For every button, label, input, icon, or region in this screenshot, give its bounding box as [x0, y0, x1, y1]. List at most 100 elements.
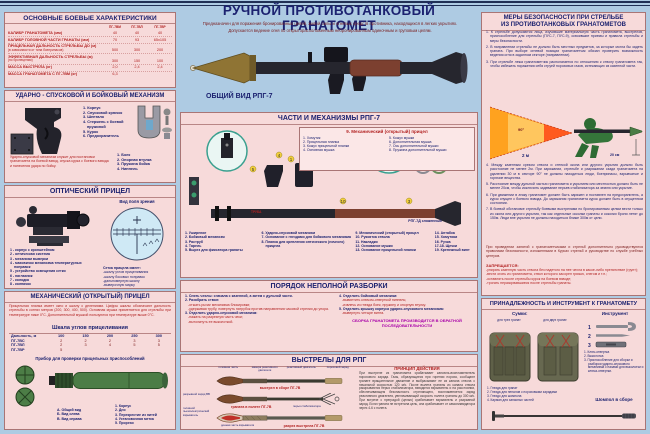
list-item: -дальномерную шкалу — [103, 278, 140, 283]
list-item: 3. Гнездо для шомпола — [487, 393, 522, 398]
list-item: 2. Гнезда для пеналов с пороховыми заряд… — [487, 389, 558, 394]
spec-value: 2,4 — [157, 65, 163, 70]
spec-value: 65х105 — [153, 37, 167, 42]
scale-header-row: Дальность, м 100 150 200 250 300 — [11, 334, 171, 339]
list-item: -шкалу углов прицеливания — [103, 270, 149, 275]
list-item: 4. Карман для запасных частей — [487, 397, 534, 402]
spec-row: ЭФФЕКТИВНАЯ ДАЛЬНОСТЬ СТРЕЛЬБЫ (м) (по б… — [8, 54, 172, 65]
list-item: 4. Ниппель — [117, 167, 138, 172]
reticle-illustration — [110, 207, 164, 261]
specs-header: ОСНОВНЫЕ БОЕВЫЕ ХАРАКТЕРИСТИКИ — [5, 13, 175, 25]
parts-list-col4: 14. Антабка 15. Хомутики 16. Ручка 17-18… — [434, 231, 477, 252]
scale-value: 3 — [84, 343, 87, 348]
mech-sight-header: МЕХАНИЧЕСКИЙ (ОТКРЫТЫЙ) ПРИЦЕЛ — [5, 292, 175, 304]
spec-value: 40 — [112, 30, 118, 35]
safety-item: 4. Между казенным срезом ствола и стенко… — [486, 163, 643, 180]
fuze-bottom-label: донная часть взрывателя — [221, 423, 255, 427]
round-caption: выстрел в сборе ПГ-7В — [259, 386, 301, 390]
list-item: 1. Корпус — [115, 404, 132, 408]
list-item: 6 - наглазник — [10, 273, 33, 278]
scale-row: ПГ-7ВР 5 — [11, 348, 171, 353]
list-item: -выверочную марку — [103, 283, 135, 288]
list-item: 2. Дно — [115, 408, 126, 413]
page-title: РУЧНОЙ ПРОТИВОТАНКОВЫЙ ГРАНАТОМЕТ — [222, 3, 436, 33]
spec-value: 100 — [156, 58, 164, 63]
safety-item: 7. В боевой обстановке стрельбу боевыми … — [486, 207, 643, 220]
scale-value: 4 — [108, 343, 112, 348]
list-item: 1. Хомутик — [303, 135, 321, 140]
scale-row-label: ПГ-7ВР — [11, 348, 25, 353]
rounds-header: ВЫСТРЕЛЫ ДЛЯ РПГ — [181, 355, 477, 368]
safety-header-line2: ИЗ ПРОТИВОТАНКОВЫХ ГРАНАТОМЕТОВ — [501, 22, 626, 29]
list-item: 8 - колпачок — [10, 282, 31, 287]
list-item: 13. Основание прицельной планки — [355, 248, 416, 253]
scale-row-label: ПГ-7ВС — [11, 338, 25, 343]
principle-title: ПРИНЦИП ДЕЙСТВИЯ — [394, 366, 440, 371]
subtitle-line-2: Допускается ведение огня по открытораспо… — [228, 28, 432, 33]
banned-item: -вести огонь из гранатомета, ствол котор… — [486, 272, 608, 277]
part-label: реактивный двигатель — [286, 365, 316, 369]
parts-list-columns: 1. Уширение 2. Бойковый механизм 3. Раст… — [185, 231, 475, 252]
spec-value: 40 — [157, 30, 163, 35]
aiming-scale-table: Дальность, м 100 150 200 250 300 ПГ-7ВС … — [11, 334, 171, 353]
round-assembled-illustration — [216, 376, 343, 386]
parts-list-col3: 9. Механический (открытый) прицел 10. Ру… — [355, 231, 430, 252]
list-item: 10. Рукоятка ствола — [355, 235, 390, 240]
mech-sight-inset-box: 9. Механический (открытый) прицел 1. Хом… — [299, 127, 475, 171]
trigger-header: УДАРНО - СПУСКОВОЙ И БОЙКОВЫЙ МЕХАНИЗМ — [5, 91, 175, 103]
safety-header-line1: МЕРЫ БЕЗОПАСНОСТИ ПРИ СТРЕЛЬБЕ — [503, 15, 624, 21]
distance-2m-label: 2 м — [522, 153, 530, 158]
parts-header: ЧАСТИ И МЕХАНИЗМЫ РПГ-7 — [181, 113, 477, 126]
svg-text:1: 1 — [290, 157, 293, 162]
scale-value: 5 — [133, 343, 136, 348]
step-line: 3. Отделить ударно-спусковой механизм: — [185, 311, 258, 316]
list-item: 17-18. Щечки — [434, 243, 458, 248]
list-item: 2. Опорная втулка — [117, 157, 152, 162]
step-line: 4. Отделить бойковый механизм: — [339, 294, 398, 298]
list-item: 3. Приспособление для сборки и разборки … — [584, 357, 644, 374]
scale-value: 5 — [60, 348, 63, 353]
explosive-charge-label: разрывной заряд ВВ — [183, 392, 210, 396]
step-subline: -вывинтить ключом-отверткой ниппель; — [342, 298, 407, 303]
list-item: -шкалу боковых поправок — [103, 274, 145, 279]
specs-col-header: ПГ-7ВЛ — [131, 24, 143, 29]
list-item: Б. Вид слева — [57, 412, 80, 417]
scale-col-header: 200 — [106, 334, 114, 338]
step-subline: -нажать на разрезную часть чеки; — [188, 315, 243, 320]
list-item: 3 - механизм выверки — [10, 256, 49, 261]
list-item: 2. Спусковой крючок — [83, 110, 123, 115]
safety-extra-note: При проведении занятий с гранатометчикам… — [486, 245, 643, 258]
spec-value: 6,3 — [112, 72, 118, 77]
scale-value: 2 — [60, 338, 63, 343]
device-views-list: А. Общий вид Б. Вид слева В. Вид справа — [57, 408, 113, 421]
scale-row: ПГ-7ВЛ 2 3 4 5 5 — [11, 343, 171, 348]
list-item: 1. Корпус — [83, 106, 101, 110]
tube-label: ТРУБА — [251, 210, 262, 214]
folded-rpg-label: РПГ-7Д сложенный — [408, 219, 442, 223]
list-item: 7. Основание с гнездами для бойкового ме… — [261, 235, 351, 240]
safety-panel: МЕРЫ БЕЗОПАСНОСТИ ПРИ СТРЕЛЬБЕ ИЗ ПРОТИВ… — [481, 12, 646, 296]
step-line: 2. Разобрать ствол: — [185, 298, 220, 303]
scale-value: 3 — [133, 338, 136, 343]
spec-value: 150 — [133, 58, 141, 63]
cleaning-rod-illustration — [492, 411, 636, 421]
list-item: 5. Вырез для фиксатора гранаты — [185, 248, 243, 253]
optical-sight-panel: ОПТИЧЕСКИЙ ПРИЦЕЛ Вид поля зрения 1 - ко… — [4, 185, 176, 289]
trigger-note: Ударно-спусковой механизм служит для пос… — [10, 155, 109, 168]
list-item: 4. Тарель — [185, 243, 202, 248]
list-item: 6. Дополнительная мушка — [389, 139, 432, 144]
spec-value: 2,4 — [134, 65, 140, 70]
safety-item: 3. При стрельбе лежа гранатометчик распо… — [486, 59, 643, 68]
spec-label: ПРИЦЕЛЬНАЯ ДАЛЬНОСТЬ СТРЕЛЬБЫ ДО (м) — [8, 44, 97, 49]
bag2-label: для двух гранат — [543, 318, 567, 322]
scale-col-header: 100 — [58, 334, 65, 338]
svg-text:3: 3 — [588, 343, 591, 349]
checking-device-illustration — [15, 365, 168, 407]
spec-label: МАССА ВЫСТРЕЛА (кг) — [8, 65, 52, 70]
spec-value: 200 — [156, 48, 164, 53]
rounds-panel: ВЫСТРЕЛЫ ДЛЯ РПГ головная часть камера р… — [180, 354, 478, 430]
scale-value: 2 — [60, 343, 63, 348]
bag-parts-list: 1. Гнезда для гранат 2. Гнезда для пенал… — [487, 386, 581, 402]
instrument-title: Инструмент — [601, 311, 629, 316]
backblast-danger-zone-illustration — [489, 106, 643, 160]
